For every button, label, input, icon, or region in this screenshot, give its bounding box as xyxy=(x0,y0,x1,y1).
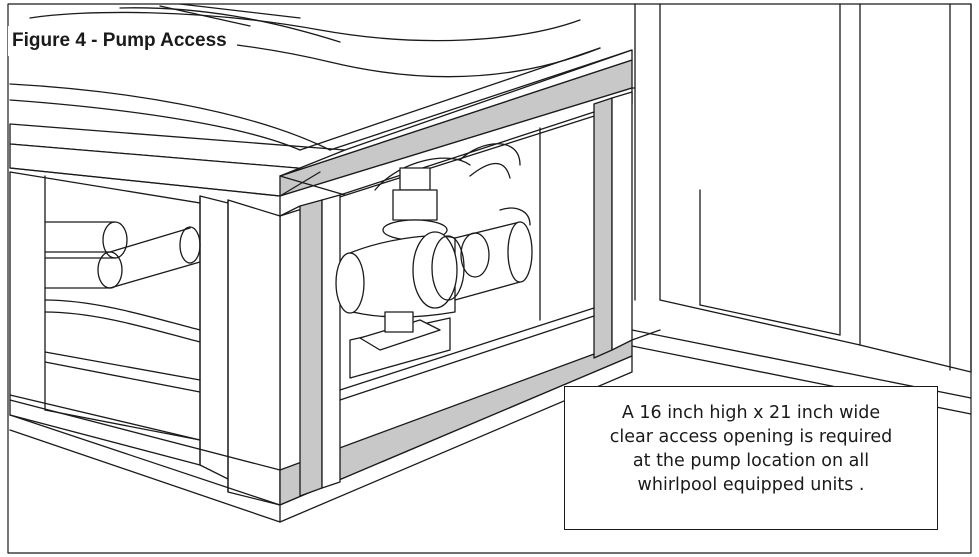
figure-title: Figure 4 - Pump Access xyxy=(8,26,237,56)
note-line: clear access opening is required xyxy=(609,427,893,447)
left-post xyxy=(199,195,281,506)
wall-studs xyxy=(634,3,972,373)
left-pipes xyxy=(44,221,201,289)
pump-unit xyxy=(335,143,533,379)
front-stud-left xyxy=(279,194,341,497)
requirement-note: A 16 inch high x 21 inch wide clear acce… xyxy=(564,386,938,530)
note-line: A 16 inch high x 21 inch wide xyxy=(621,403,881,423)
tub-rim xyxy=(9,3,633,151)
top-beam xyxy=(9,49,633,217)
note-line: whirlpool equipped units . xyxy=(637,475,865,495)
left-frame xyxy=(9,171,201,466)
note-line: at the pump location on all xyxy=(632,451,870,471)
bottom-beam xyxy=(9,339,633,523)
front-stud-right xyxy=(593,91,633,359)
